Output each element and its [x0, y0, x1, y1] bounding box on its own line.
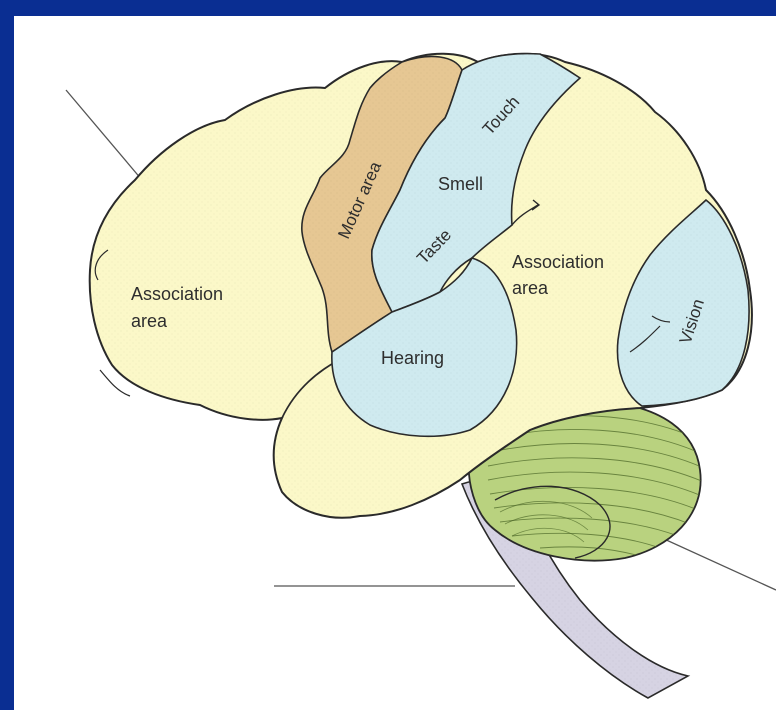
- label-association-rear-line2: area: [512, 278, 549, 298]
- label-smell: Smell: [438, 174, 483, 194]
- diagram-panel: Touch Motor area Smell Taste Association…: [14, 16, 776, 710]
- label-hearing: Hearing: [381, 348, 444, 368]
- label-association-front-line2: area: [131, 311, 168, 331]
- brain-diagram: Touch Motor area Smell Taste Association…: [14, 16, 776, 710]
- label-association-front-line1: Association: [131, 284, 223, 304]
- leader-line-frontal: [66, 90, 142, 180]
- label-association-rear-line1: Association: [512, 252, 604, 272]
